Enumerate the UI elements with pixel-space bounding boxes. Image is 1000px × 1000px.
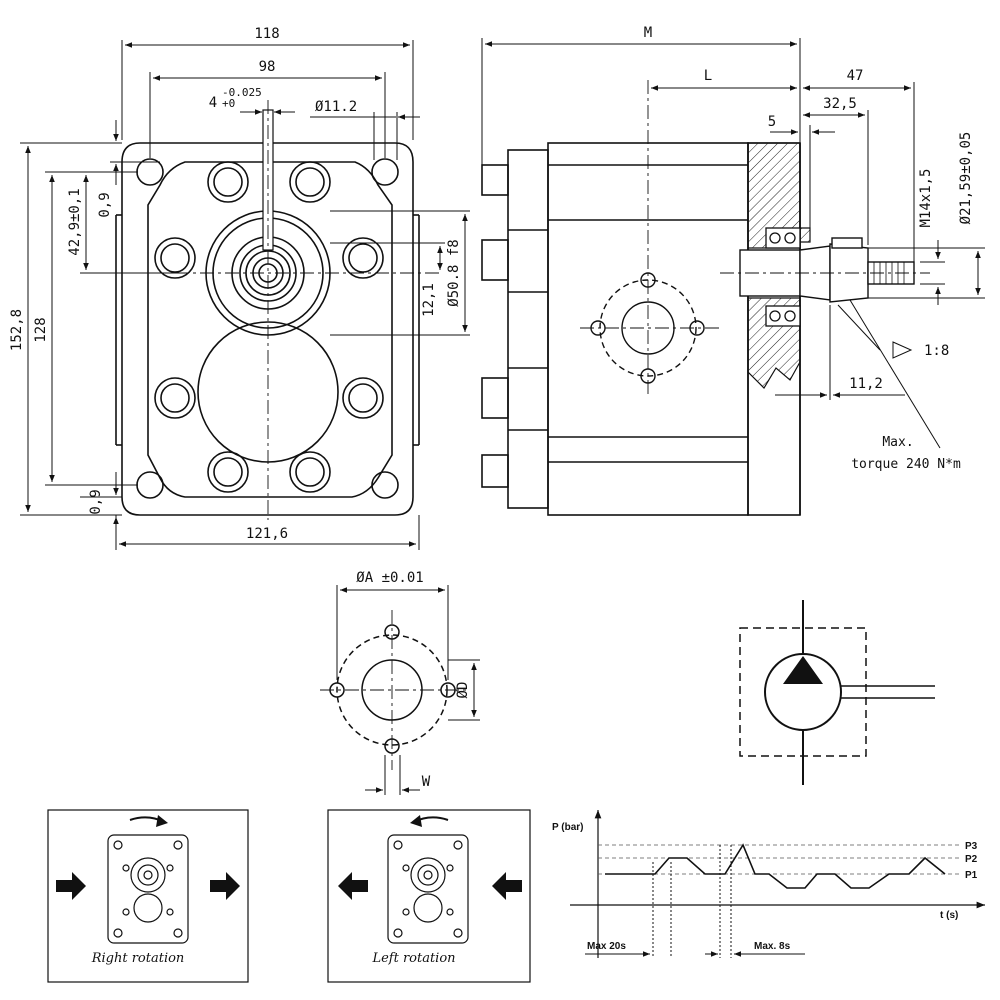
dim-5: 5	[768, 114, 776, 130]
pump-symbol	[739, 600, 935, 785]
chart-annotation-max-8s: Max. 8s	[754, 941, 791, 952]
dim-pilot-diameter: Ø50.8 f8	[446, 239, 462, 306]
dim-thread: M14x1,5	[918, 168, 934, 227]
dim-11-2: 11,2	[849, 376, 883, 392]
dim-port-a: ØA ±0.01	[356, 570, 423, 586]
dim-l: L	[704, 68, 712, 84]
dim-hole-diameter: Ø11.2	[315, 99, 357, 115]
dim-width-118: 118	[254, 26, 279, 42]
dim-key-tol-lower: +0	[222, 97, 235, 110]
chart-y-label: P (bar)	[552, 822, 584, 833]
front-flange-outline	[121, 142, 414, 516]
chart-level-label-p1: P1	[965, 870, 978, 881]
bearings	[765, 227, 801, 327]
dim-port-d: ØD	[455, 682, 471, 699]
pressure-curve	[605, 843, 946, 889]
dim-taper: 1:8	[924, 343, 949, 359]
front-view	[115, 109, 420, 516]
dim-height-152-8: 152,8	[9, 309, 25, 351]
dim-key-width: 4	[209, 95, 217, 111]
chart-level-label-p3: P3	[965, 841, 978, 852]
dim-m: M	[644, 25, 652, 41]
dim-height-128: 128	[33, 317, 49, 342]
port-detail	[329, 624, 456, 754]
dim-32-5: 32,5	[823, 96, 857, 112]
torque-label-line1: Max.	[882, 435, 913, 450]
dim-width-121-6: 121,6	[246, 526, 288, 542]
chart-annotation-max-20s: Max 20s	[587, 941, 626, 952]
torque-label-line2: torque 240 N*m	[851, 457, 961, 472]
chart-level-label-p2: P2	[965, 854, 978, 865]
chart-x-label: t (s)	[940, 910, 958, 921]
left-rotation-panel	[327, 809, 531, 983]
right-rotation-label: Right rotation	[91, 951, 185, 966]
side-section-hatch	[747, 142, 811, 249]
dim-key-tol-upper: -0.025	[222, 86, 262, 99]
dim-center-offset: 42,9±0,1	[67, 188, 83, 255]
dim-port-w: W	[422, 774, 431, 790]
dim-shaft-diameter: Ø21,59±0,05	[958, 132, 974, 225]
dim-flange-bottom-0-9: 0,9	[88, 489, 104, 514]
left-rotation-label: Left rotation	[371, 951, 455, 966]
dim-bolt-spacing-98: 98	[259, 59, 276, 75]
dim-pilot-offset: 12,1	[421, 283, 437, 317]
right-rotation-panel	[47, 809, 249, 983]
dim-flange-top-0-9: 0,9	[97, 192, 113, 217]
front-bolts	[154, 161, 384, 493]
dim-47: 47	[847, 68, 864, 84]
